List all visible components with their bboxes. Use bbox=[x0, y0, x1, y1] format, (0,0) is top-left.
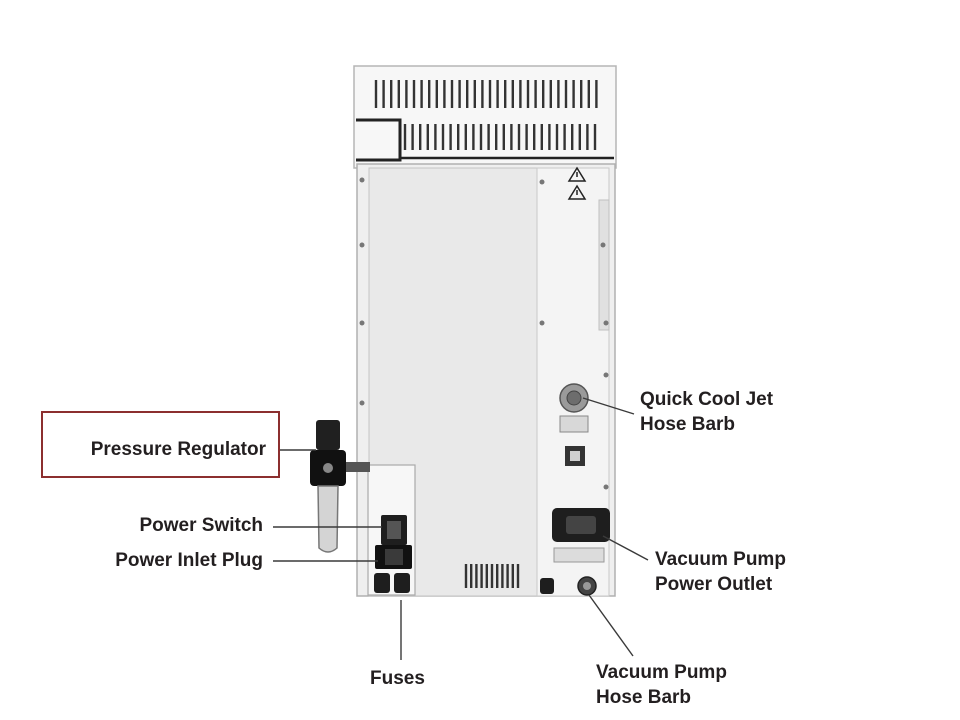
power-panel bbox=[367, 464, 416, 596]
vent-slots-lower bbox=[403, 124, 597, 150]
label-vacuum-pump-outlet-line2: Power Outlet bbox=[655, 574, 773, 595]
quick-cool-jet-barb bbox=[559, 383, 589, 466]
warning-triangle-icon bbox=[567, 166, 587, 182]
top-housing bbox=[353, 65, 617, 169]
label-vacuum-pump-hose-line1: Vacuum Pump bbox=[596, 662, 727, 683]
warning-triangle-icon bbox=[567, 184, 587, 200]
label-quick-cool-jet-line2: Hose Barb bbox=[640, 414, 736, 435]
vacuum-pump-hose-barb bbox=[540, 576, 597, 596]
label-quick-cool-jet: Quick Cool Jet Hose Barb bbox=[640, 387, 773, 437]
label-vacuum-pump-hose: Vacuum Pump Hose Barb bbox=[596, 660, 727, 710]
label-fuses: Fuses bbox=[370, 668, 425, 689]
vent-slots-bottom bbox=[464, 564, 520, 588]
highlight-box bbox=[41, 411, 280, 478]
vent-slots-upper bbox=[374, 80, 598, 108]
panel-screws bbox=[359, 177, 609, 490]
label-vacuum-pump-hose-line2: Hose Barb bbox=[596, 687, 692, 708]
label-quick-cool-jet-line1: Quick Cool Jet bbox=[640, 389, 774, 410]
label-vacuum-pump-outlet: Vacuum Pump Power Outlet bbox=[655, 547, 786, 597]
label-pressure-regulator: Pressure Regulator bbox=[90, 439, 266, 460]
callout-leader-lines bbox=[273, 397, 649, 660]
label-power-switch: Power Switch bbox=[139, 515, 263, 536]
vacuum-pump-outlet bbox=[552, 508, 610, 563]
label-power-inlet-plug: Power Inlet Plug bbox=[115, 550, 263, 571]
label-vacuum-pump-outlet-line1: Vacuum Pump bbox=[655, 549, 786, 570]
pressure-regulator bbox=[310, 420, 370, 553]
